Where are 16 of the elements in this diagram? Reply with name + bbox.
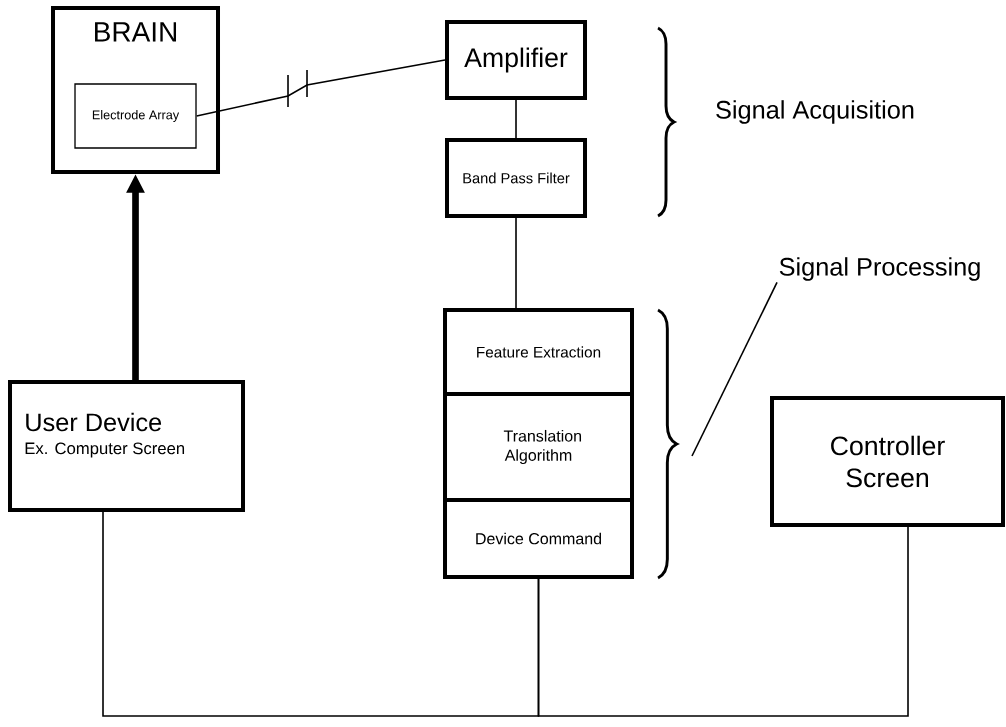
connector-line — [515, 217, 517, 309]
process-box: Feature Extraction — [443, 308, 634, 396]
group-label: Signal Acquisition — [716, 100, 914, 124]
leader-line — [691, 281, 778, 457]
connector-line — [515, 99, 517, 139]
device-box: Controller Screen — [770, 396, 1005, 527]
process-box: Amplifier — [445, 20, 587, 100]
device-box: User Device Ex. Computer Screen — [8, 380, 245, 512]
caption-text: Signal Processing — [779, 257, 980, 281]
electrode-box: Electrode Array — [74, 83, 197, 149]
connector-line — [195, 59, 446, 117]
process-box: Translation Algorithm — [443, 392, 634, 502]
process-box: Band Pass Filter — [445, 138, 587, 218]
connector-line — [537, 526, 909, 717]
connector-line — [102, 511, 540, 717]
process-box: Device Command — [443, 498, 634, 579]
